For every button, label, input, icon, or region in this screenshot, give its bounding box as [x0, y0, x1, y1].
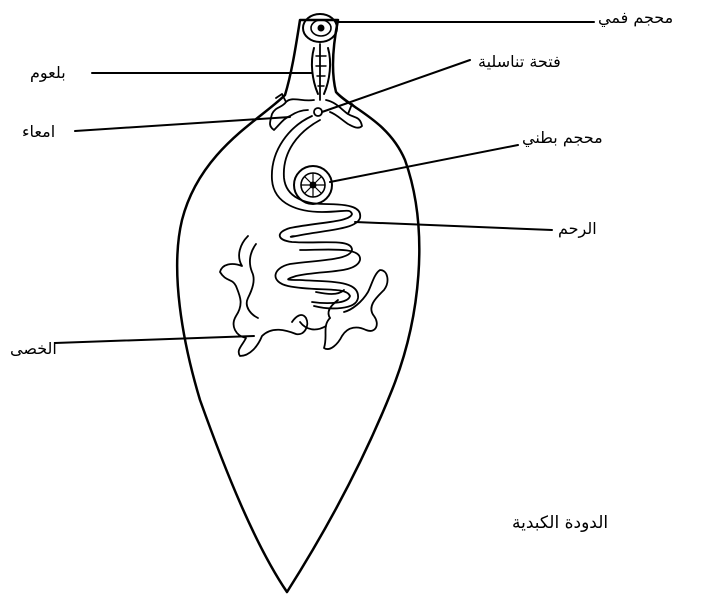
- genital-opening: [314, 108, 322, 116]
- pharynx: [312, 44, 330, 100]
- ventral-sucker: [294, 166, 332, 204]
- label-intestine: امعاء: [22, 122, 55, 142]
- label-uterus: الرحم: [558, 219, 597, 239]
- intestine: [270, 94, 362, 130]
- label-ventral-sucker: محجم بطني: [522, 128, 603, 148]
- label-testes: الخصى: [10, 339, 57, 359]
- diagram-title: الدودة الكبدية: [512, 513, 608, 533]
- label-pharynx: بلعوم: [30, 63, 66, 83]
- body-outline: [177, 20, 419, 592]
- label-oral-sucker: محجم فمي: [598, 8, 673, 28]
- uterus: [272, 116, 360, 308]
- oral-sucker: [303, 14, 337, 42]
- testes: [220, 236, 387, 356]
- label-genital-opening: فتحة تناسلية: [478, 52, 561, 72]
